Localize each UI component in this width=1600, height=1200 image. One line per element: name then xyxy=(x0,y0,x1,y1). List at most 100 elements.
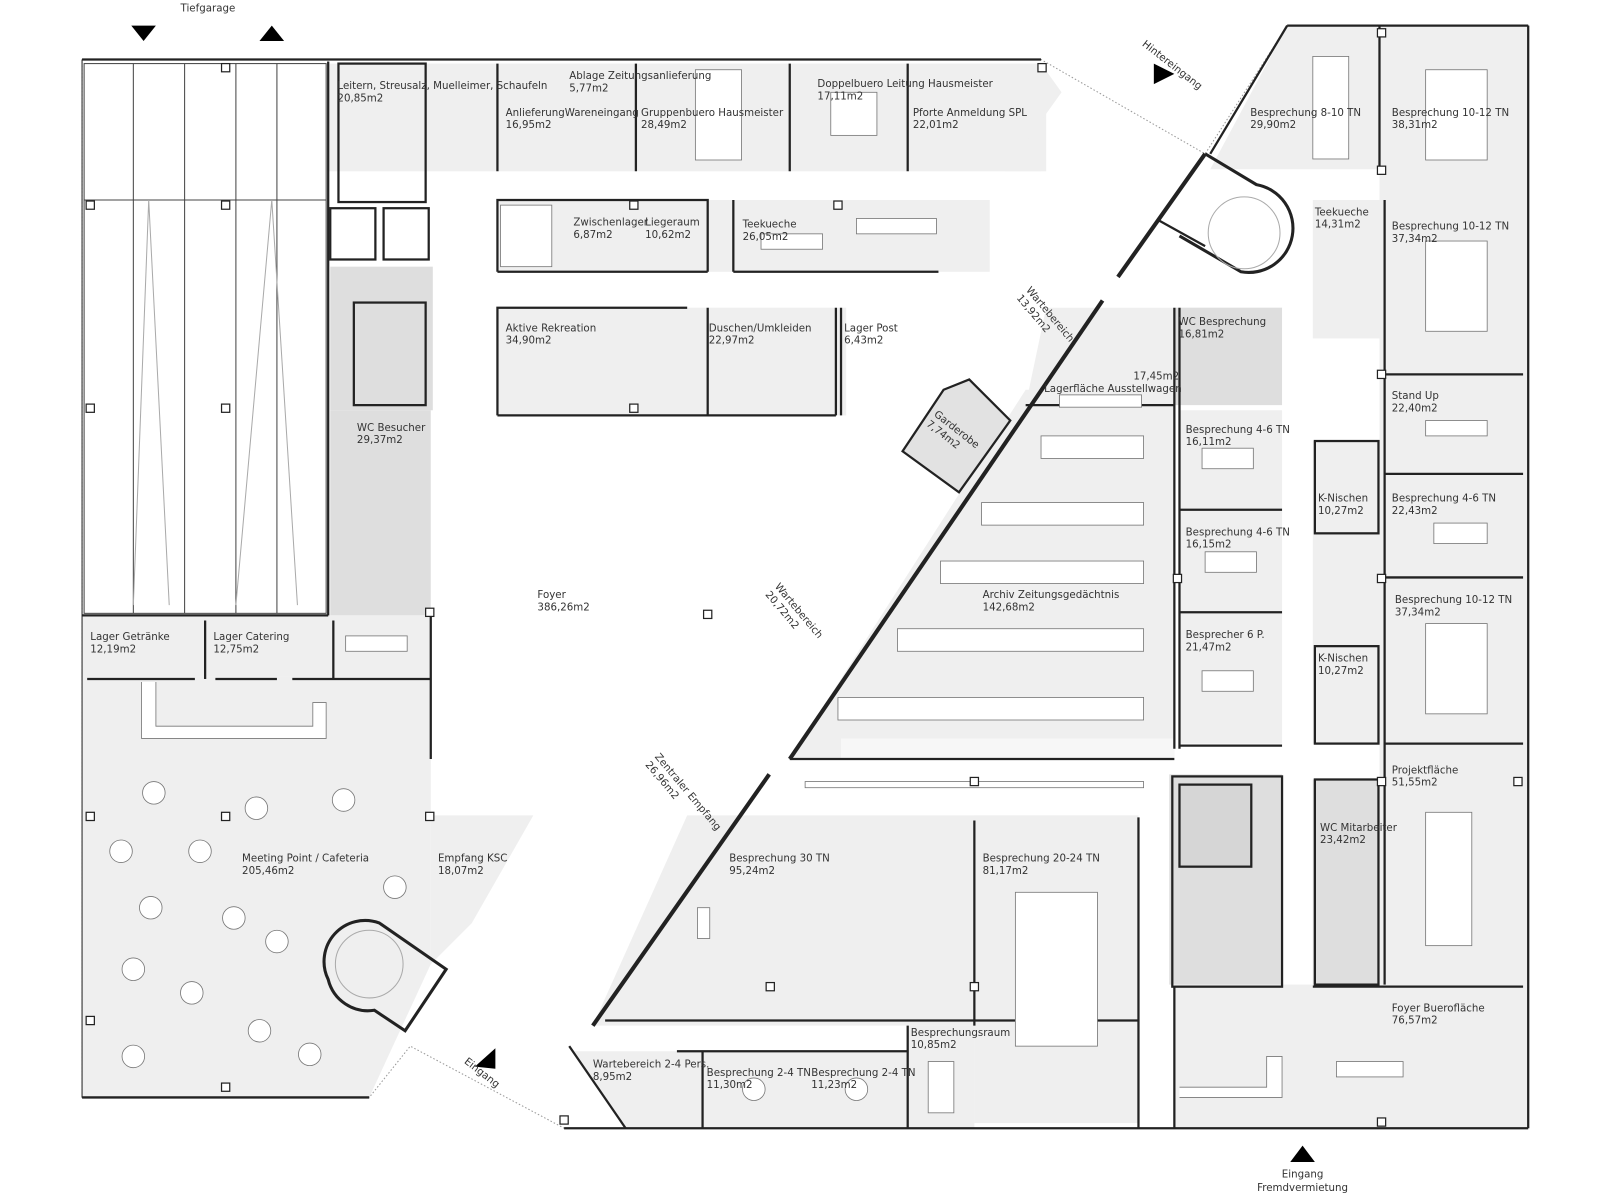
room-area: 16,95m2 xyxy=(506,119,552,131)
room-name: Besprechung 4-6 TN xyxy=(1186,526,1290,538)
columns xyxy=(85,28,1523,1127)
room-name: Wartebereich 2-4 Pers. xyxy=(593,1059,710,1071)
room-area: 22,97m2 xyxy=(709,335,755,347)
room-area: 205,46m2 xyxy=(242,865,294,877)
room-name: Liegeraum xyxy=(645,217,700,229)
room-area: 386,26m2 xyxy=(537,601,589,613)
room-area: 142,68m2 xyxy=(983,601,1035,613)
room-area: 81,17m2 xyxy=(983,865,1029,877)
room-name: Ablage Zeitungsanlieferung xyxy=(569,70,711,82)
room-area: 22,43m2 xyxy=(1392,505,1438,517)
room-name: Besprechung 4-6 TN xyxy=(1392,493,1496,505)
room-name: Doppelbuero Leitung Hausmeister xyxy=(817,78,993,90)
room-area: 6,87m2 xyxy=(573,229,612,241)
room-area: 17,45m2 xyxy=(1133,370,1179,382)
room-area: 34,90m2 xyxy=(506,335,552,347)
room-area: 5,77m2 xyxy=(569,82,608,94)
room-area: 12,19m2 xyxy=(90,643,136,655)
room-name: Besprechung 2-4 TN xyxy=(811,1067,915,1079)
room-area: 16,81m2 xyxy=(1178,328,1224,340)
room-name: Lager Getränke xyxy=(90,631,169,643)
room-name: WC Besprechung xyxy=(1178,316,1266,328)
room-area: 38,31m2 xyxy=(1392,119,1438,131)
room-name: Pforte Anmeldung SPL xyxy=(913,107,1027,119)
room-area: 8,95m2 xyxy=(593,1071,632,1083)
eingang-fremd-label-1: Eingang xyxy=(1282,1168,1324,1180)
room-area: 76,57m2 xyxy=(1392,1015,1438,1027)
room-area: 28,49m2 xyxy=(641,119,687,131)
room-area: 29,90m2 xyxy=(1250,119,1296,131)
room-name: Lagerfläche Ausstellwagen xyxy=(1044,383,1182,395)
room-area: 21,47m2 xyxy=(1186,641,1232,653)
room-name: Archiv Zeitungsgedächtnis xyxy=(983,589,1120,601)
room-area: 10,62m2 xyxy=(645,229,691,241)
room-name: Duschen/Umkleiden xyxy=(709,322,812,334)
room-area: 95,24m2 xyxy=(729,865,775,877)
room-area: 29,37m2 xyxy=(357,434,403,446)
fremdvermietung-arrow-icon xyxy=(1290,1145,1315,1163)
room-name: Besprechung 2-4 TN xyxy=(707,1067,811,1079)
room-area: 22,01m2 xyxy=(913,119,959,131)
room-name: Besprechung 4-6 TN xyxy=(1186,424,1290,436)
room-area: 10,85m2 xyxy=(911,1039,957,1051)
room-name: Zwischenlager xyxy=(573,217,648,229)
room-name: Besprechung 30 TN xyxy=(729,853,830,865)
room-name: Teekueche xyxy=(742,219,797,231)
room-area: 14,31m2 xyxy=(1315,219,1361,231)
room-area: 10,27m2 xyxy=(1318,665,1364,677)
site-boundary xyxy=(81,25,1529,1129)
room-name: Gruppenbuero Hausmeister xyxy=(641,107,784,119)
room-area: 17,11m2 xyxy=(817,90,863,102)
room-area: 6,43m2 xyxy=(844,335,883,347)
furniture xyxy=(109,55,1488,1114)
room-name: Besprechung 10-12 TN xyxy=(1395,594,1512,606)
room-label: Besprecher 6 P.21,47m2 xyxy=(1186,629,1265,653)
tiefgarage-down-arrow-icon xyxy=(131,25,156,42)
room-area: 51,55m2 xyxy=(1392,777,1438,789)
room-name: Foyer xyxy=(537,589,566,601)
room-name: K-Nischen xyxy=(1318,493,1368,505)
room-name: Besprechung 20-24 TN xyxy=(983,853,1100,865)
room-name: Meeting Point / Cafeteria xyxy=(242,853,369,865)
room-area: 11,30m2 xyxy=(707,1079,753,1091)
room-area: 11,23m2 xyxy=(811,1079,857,1091)
room-name: WC Besucher xyxy=(357,422,426,434)
room-label: Leitern, Streusalz, Muelleimer, Schaufel… xyxy=(337,80,547,104)
room-area: 23,42m2 xyxy=(1320,834,1366,846)
room-area: 16,11m2 xyxy=(1186,436,1232,448)
room-name: Besprechungsraum xyxy=(911,1027,1010,1039)
room-name: Besprechung 10-12 TN xyxy=(1392,221,1509,233)
tiefgarage-up-arrow-icon xyxy=(259,25,285,42)
